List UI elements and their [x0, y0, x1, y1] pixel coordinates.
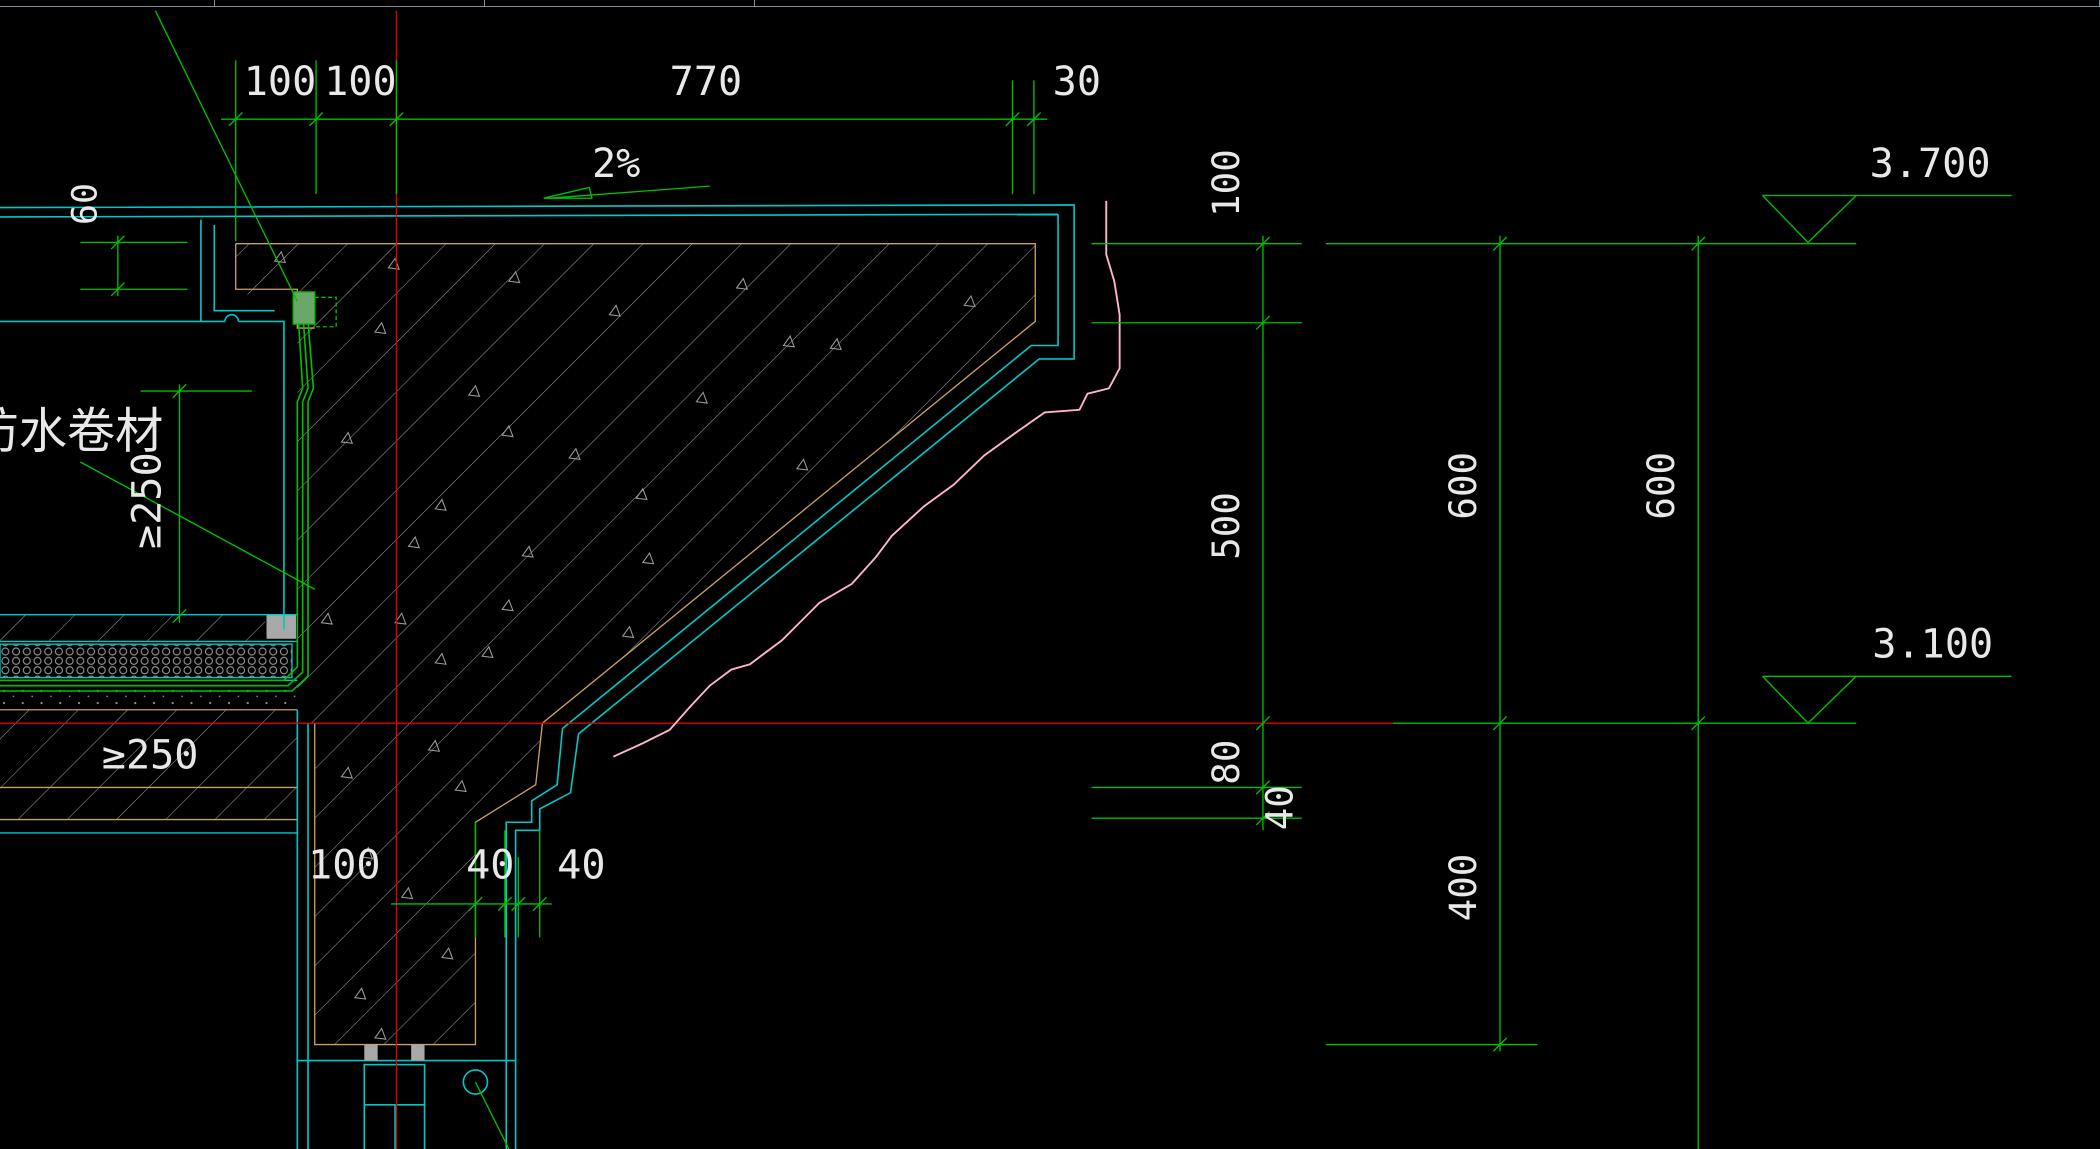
protective-layer — [0, 614, 266, 642]
dim-bottom-100: 100 — [308, 842, 381, 888]
dim-total-600-inner: 600 — [1441, 452, 1485, 520]
dim-top-770: 770 — [670, 59, 743, 105]
concrete-section — [235, 243, 1036, 1046]
dim-total-600-outer: 600 — [1639, 452, 1683, 520]
toolbar-tab-1[interactable] — [0, 0, 215, 7]
cornice-moulding-profile — [613, 200, 1121, 758]
dim-bottom-40-right: 40 — [557, 842, 605, 888]
parapet-outline — [0, 204, 1075, 1149]
insulation-layer — [0, 643, 293, 679]
toolbar-tab-2[interactable] — [215, 0, 485, 7]
dim-right-100: 100 — [1204, 149, 1248, 217]
screed-dots — [0, 685, 298, 708]
dim-min-250-horizontal: ≥250 — [102, 733, 199, 779]
dim-bottom-40-left: 40 — [466, 842, 514, 888]
dim-top-30: 30 — [1053, 59, 1101, 105]
joint-block — [266, 614, 296, 639]
leader-lines — [80, 10, 510, 1149]
slope-arrow — [543, 185, 710, 199]
dimension-labels: 100 100 770 30 2% 60 ≥250 ≥250 100 40 40… — [0, 59, 1993, 921]
slab-layer — [0, 709, 298, 820]
centerlines — [0, 10, 1393, 1149]
aggregate-marks — [273, 250, 976, 1040]
concrete-edge-line — [235, 243, 1036, 1046]
dim-right-80: 80 — [1204, 740, 1248, 785]
dim-left-60: 60 — [65, 183, 105, 225]
dim-lower-400: 400 — [1441, 854, 1485, 922]
dim-right-500: 500 — [1204, 492, 1248, 560]
toolbar-tab-3[interactable] — [485, 0, 755, 7]
membrane-lines — [0, 301, 315, 692]
dim-slope: 2% — [592, 141, 640, 187]
dim-top-100-left: 100 — [244, 59, 317, 105]
elevation-lower: 3.100 — [1872, 622, 1993, 668]
dim-min-250-vertical: ≥250 — [125, 452, 171, 549]
dimension-lines — [80, 60, 2012, 1149]
elevation-upper: 3.700 — [1870, 141, 1991, 187]
dim-right-40: 40 — [1257, 785, 1301, 830]
concrete-hatch-area — [235, 243, 1036, 1045]
dim-top-100-right: 100 — [324, 59, 397, 105]
note-waterproof-membrane: 防水卷材 — [0, 403, 163, 459]
